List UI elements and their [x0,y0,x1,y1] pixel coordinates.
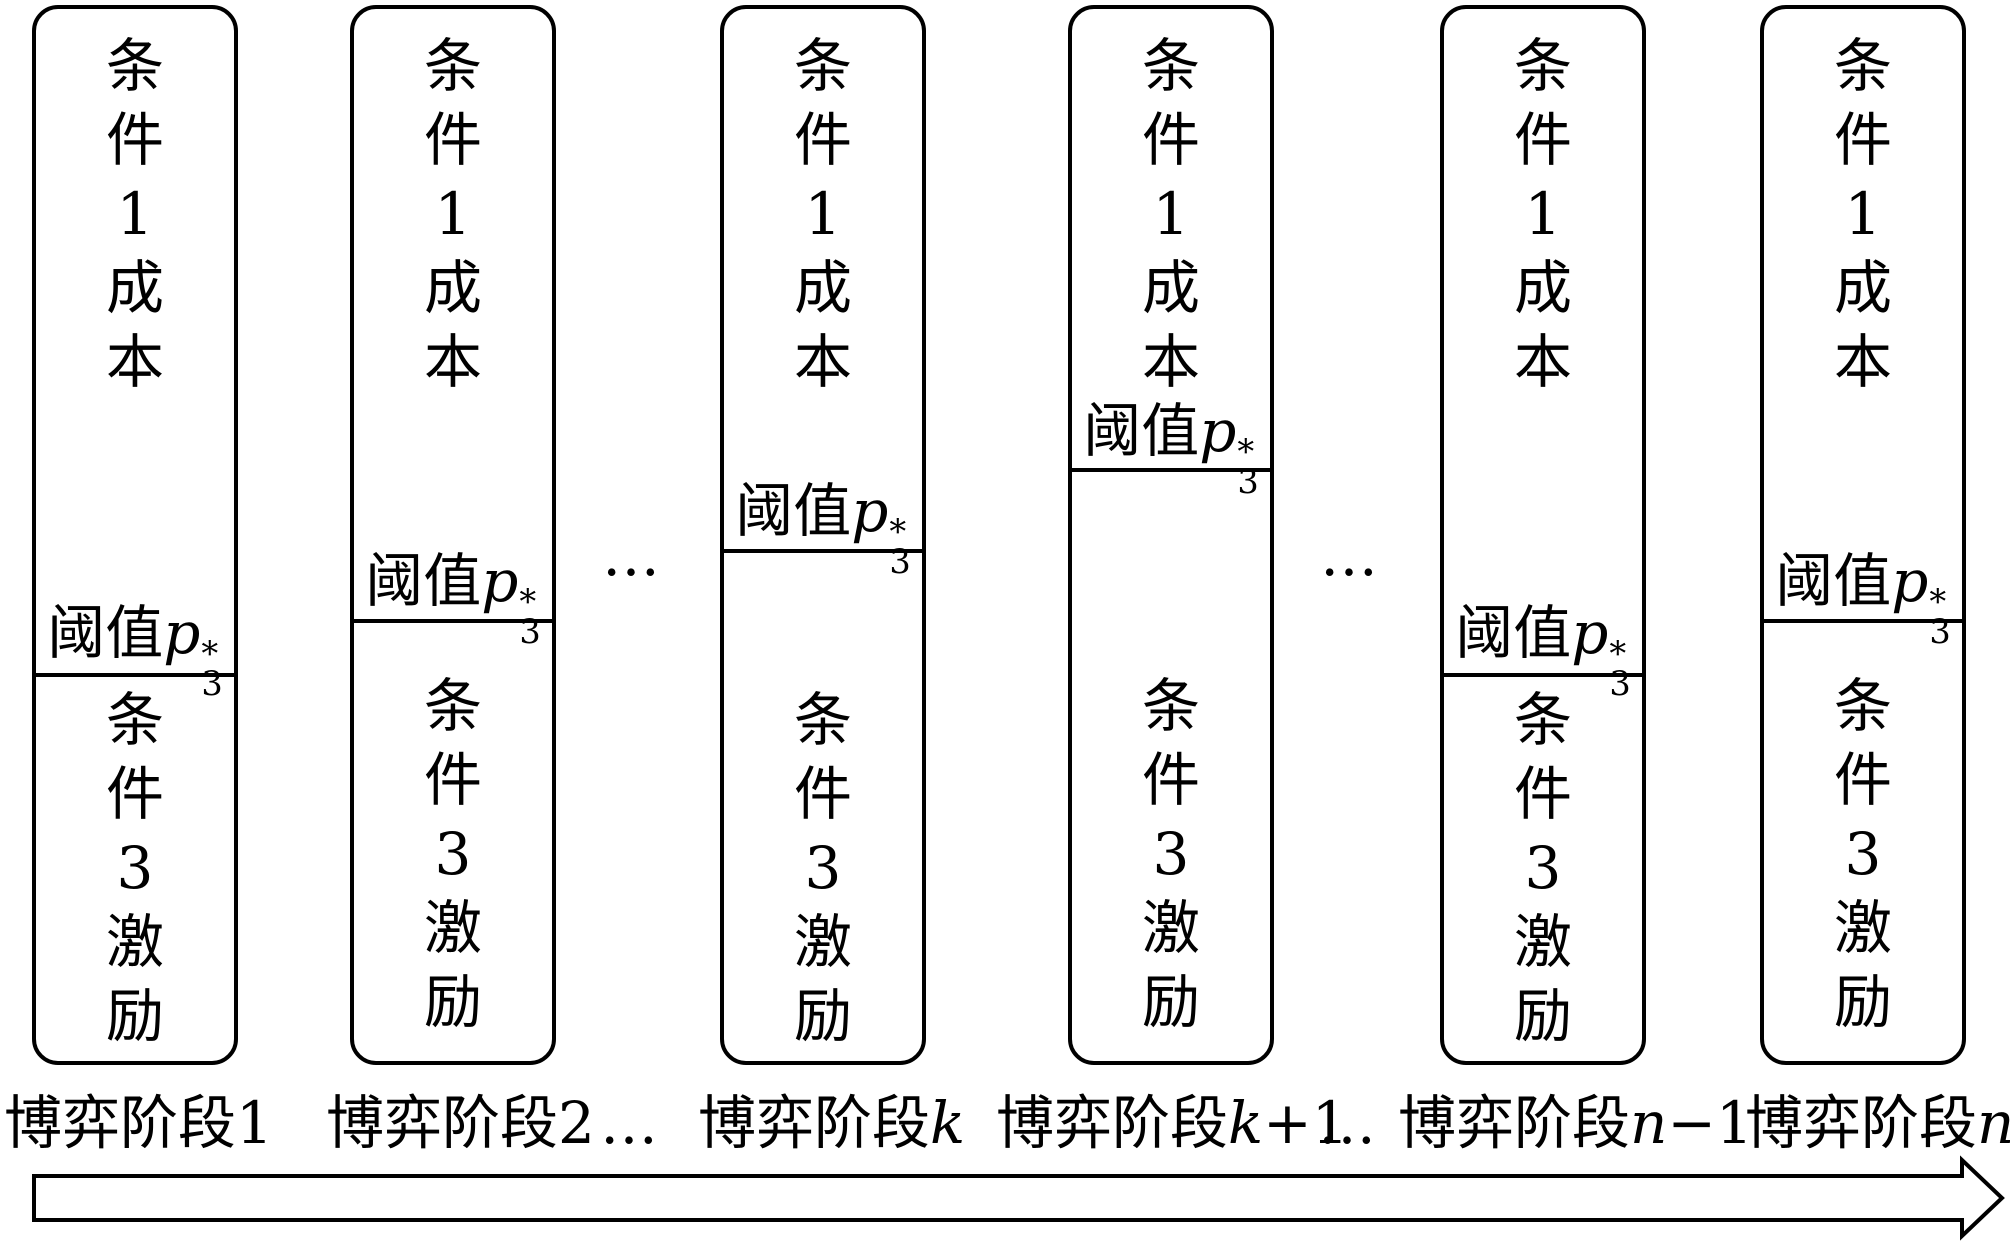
threshold-divider [36,673,234,677]
threshold-divider [1072,468,1270,472]
stage-label-k-plus-1: 博弈阶段k+1 [996,1089,1349,1157]
threshold-divider [354,619,552,623]
ellipsis-stage-2: … [1318,1089,1376,1157]
stage-label-1: 博弈阶段1 [4,1089,273,1157]
threshold-divider [724,549,922,553]
timeline-arrow-icon [32,1155,2005,1241]
stage-label-2: 博弈阶段2 [326,1089,595,1157]
ellipsis-stage-1: … [600,1089,658,1157]
ellipsis-mid-2: … [1320,521,1378,589]
arrow-shape [32,1155,2005,1241]
threshold-label: 阈值p*3 [365,547,541,652]
threshold-label: 阈值p*3 [47,599,223,704]
ellipsis-mid-1: … [602,521,660,589]
threshold-label: 阈值p*3 [1775,547,1951,652]
threshold-label: 阈值p*3 [735,477,911,582]
threshold-label: 阈值p*3 [1083,397,1259,502]
threshold-divider [1764,619,1962,623]
stage-label-k: 博弈阶段k [698,1089,966,1157]
stage-label-n-minus-1: 博弈阶段n−1 [1398,1089,1753,1157]
threshold-divider [1444,673,1642,677]
stage-label-n: 博弈阶段n [1745,1089,2010,1157]
